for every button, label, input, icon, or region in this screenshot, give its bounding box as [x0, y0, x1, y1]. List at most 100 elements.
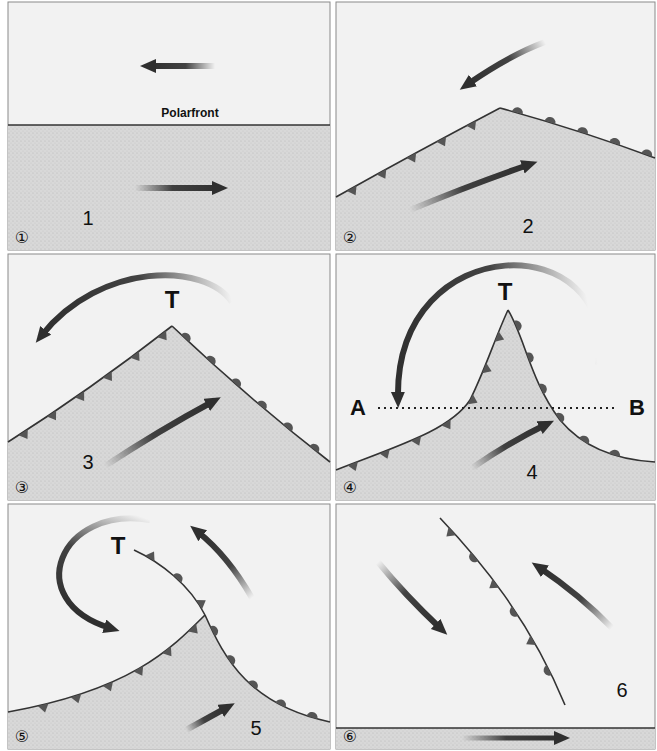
warm-front-semicircle [556, 413, 565, 423]
cold-front-triangle [38, 703, 49, 712]
warm-front-semicircle [609, 450, 620, 457]
section-end-label: B [629, 397, 645, 419]
cold-front-triangle [103, 682, 113, 692]
warm-front-semicircle [283, 423, 293, 432]
warm-front-semicircle [181, 333, 191, 342]
warm-front-semicircle [173, 573, 183, 582]
panel-frame [8, 254, 330, 500]
panel-frame [336, 2, 655, 250]
wind-arrow [105, 402, 212, 466]
cold-front-triangle [130, 351, 139, 361]
panel-frame [8, 504, 330, 749]
warm-front [500, 108, 655, 158]
panel-number: ② [343, 230, 357, 246]
low-pressure-symbol: T [165, 288, 180, 312]
occluded-front [440, 518, 565, 705]
cold-front-triangle [157, 331, 166, 341]
cross-section-line [378, 407, 618, 409]
panel-frame [336, 254, 655, 500]
wind-arrow [410, 165, 528, 210]
warm-front-semicircle [526, 352, 533, 363]
warm-front-semicircle [276, 699, 286, 707]
warm-front-semicircle [469, 553, 478, 563]
cold-front-triangle [196, 600, 206, 609]
front-label: Polarfront [161, 107, 218, 119]
warm-front-semicircle [609, 138, 620, 145]
warm-air-region [336, 728, 655, 749]
cyclonic-arrow [59, 518, 150, 628]
air-mass-number: 4 [526, 462, 537, 482]
warm-front-semicircle [210, 626, 218, 636]
panel-number: ⑥ [343, 729, 357, 745]
cold-front-triangle [134, 666, 144, 676]
warm-front-semicircle [310, 444, 320, 453]
air-mass-number: 6 [616, 680, 627, 700]
warm-front-semicircle [579, 436, 589, 444]
warm-front-semicircle [307, 712, 318, 719]
wind-arrow [540, 568, 612, 628]
cold-front-triangle [162, 647, 171, 657]
warm-air-region [8, 326, 330, 500]
wind-arrow [150, 63, 215, 69]
wind-arrow [186, 708, 226, 730]
cold-front-triangle [411, 436, 421, 446]
cold-front-triangle [348, 462, 358, 471]
cold-front-triangle [47, 410, 56, 420]
cold-front-triangle [75, 391, 84, 401]
section-end-label: A [350, 397, 366, 419]
warm-front-semicircle [641, 149, 652, 156]
cold-front-triangle [377, 169, 387, 179]
wind-arrow [378, 562, 440, 628]
panel-frame [8, 2, 330, 250]
cold-front [336, 310, 508, 470]
warm-front-semicircle [545, 117, 556, 124]
air-mass-number: 5 [250, 718, 261, 738]
warm-front [172, 326, 330, 462]
warm-front-semicircle [577, 127, 588, 134]
cold-front-triangle [526, 635, 536, 645]
warm-air-region [8, 125, 330, 250]
polar-front-line [8, 124, 330, 126]
cyclonic-arrow [398, 265, 600, 398]
warm-front-semicircle [544, 665, 552, 675]
cold-front-triangle [441, 420, 450, 430]
cold-front-triangle [406, 153, 416, 163]
warm-front-semicircle [206, 356, 216, 365]
wind-arrow [198, 532, 252, 598]
surface-line [336, 727, 655, 729]
warm-air-region [336, 310, 655, 500]
cold-front-triangle [347, 186, 357, 196]
warm-front-semicircle [539, 384, 547, 394]
cold-front-triangle [446, 527, 456, 536]
warm-front-semicircle [514, 321, 522, 332]
warm-air-region [336, 108, 655, 250]
cold-front-triangle [19, 429, 28, 439]
air-mass-number: 1 [82, 208, 93, 228]
cold-front-triangle [466, 121, 476, 131]
cold-front-triangle [188, 624, 198, 634]
cold-front-triangle [145, 552, 154, 562]
panel-frame [336, 504, 655, 749]
wind-arrow [462, 736, 560, 741]
cold-front-triangle [436, 137, 446, 147]
low-pressure-symbol: T [111, 534, 126, 558]
cold-front-triangle [495, 331, 504, 341]
warm-front [508, 310, 655, 462]
warm-front-semicircle [231, 378, 241, 387]
panel-number: ④ [343, 480, 357, 496]
cold-front-triangle [489, 579, 499, 588]
warm-front-semicircle [257, 401, 267, 410]
warm-front-semicircle [510, 607, 519, 617]
panel-number: ⑤ [15, 729, 29, 745]
low-pressure-symbol: T [498, 280, 513, 304]
panel-number: ③ [15, 480, 29, 496]
warm-front-semicircle [248, 680, 258, 689]
occluded-front [134, 550, 205, 615]
air-mass-number: 2 [522, 216, 533, 236]
wind-arrow [468, 42, 545, 84]
warm-front-semicircle [512, 107, 523, 114]
warm-front-semicircle [227, 655, 236, 665]
